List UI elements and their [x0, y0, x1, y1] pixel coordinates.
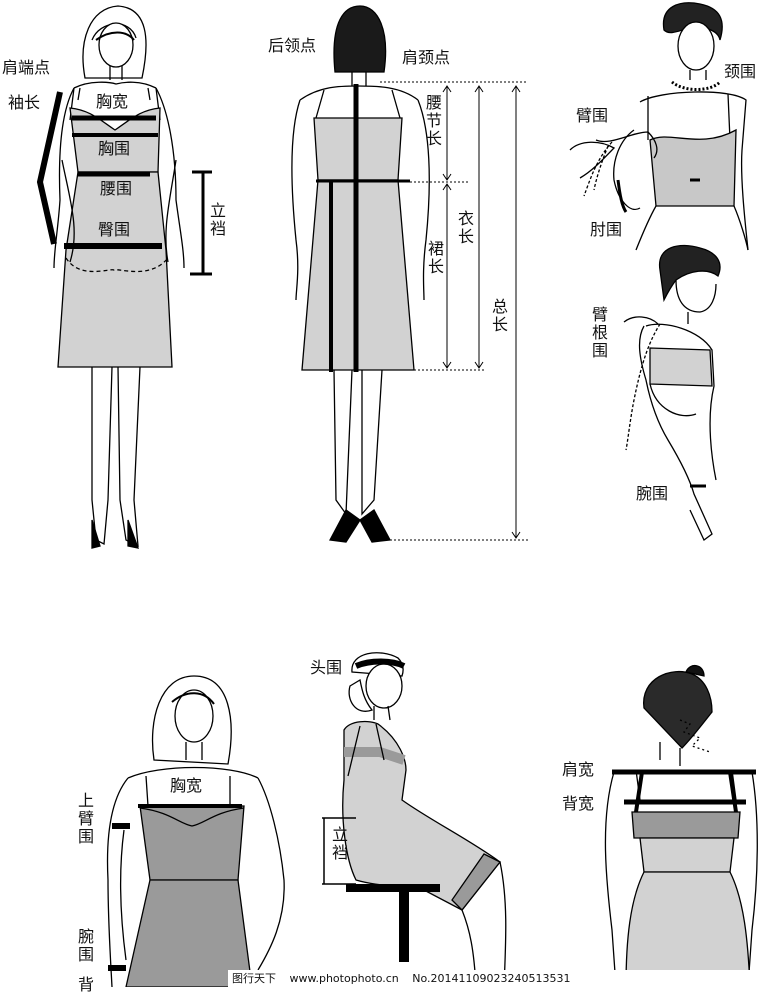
back-figure [291, 5, 430, 543]
label-upper-arm: 臂围 [576, 106, 609, 125]
label-seated-crotch: 立裆 [329, 826, 348, 862]
label-crotch-depth: 立裆 [207, 202, 226, 238]
back-straps [634, 771, 738, 813]
label-waist-length: 腰节长 [423, 94, 442, 148]
label-skirt-length: 裙长 [425, 240, 444, 276]
label-hip: 臀围 [98, 220, 131, 239]
label-chest-width: 胸宽 [96, 92, 129, 111]
label-wrist: 腕围 [636, 484, 669, 503]
label-shoulder-width: 肩宽 [562, 760, 595, 779]
label-armhole: 臂根围 [589, 306, 608, 360]
label-waist: 腰围 [100, 179, 133, 198]
label-wrist-bottom: 腕围 [75, 928, 94, 964]
head-band [354, 658, 406, 669]
neck-arm-figure [569, 2, 749, 251]
footer-site: 图行天下 [232, 972, 276, 985]
label-back-width: 背宽 [562, 794, 595, 813]
seated-figure [342, 652, 507, 987]
label-neck-side-point: 肩颈点 [402, 48, 451, 67]
label-back-neck-point: 后领点 [268, 36, 317, 55]
label-elbow: 肘围 [590, 220, 623, 239]
back-measure-guides [380, 81, 528, 541]
footer-url: www.photophoto.cn [289, 972, 399, 985]
label-bust: 胸围 [98, 139, 131, 158]
label-neck: 颈围 [724, 62, 757, 81]
front-bottom-figure [106, 675, 285, 987]
label-upper-arm-bottom: 上臂围 [75, 792, 94, 846]
side-arm-figure [623, 244, 721, 542]
label-sleeve-length: 袖长 [8, 93, 41, 112]
back-bottom-figure [604, 665, 758, 987]
label-shoulder-point: 肩端点 [2, 58, 51, 77]
footer-number: No.20141109023240513531 [412, 972, 571, 985]
label-chest-width-bottom: 胸宽 [170, 776, 203, 795]
front-figure [53, 5, 185, 549]
label-total-length: 总长 [489, 298, 508, 334]
crotch-depth-line [190, 170, 212, 276]
label-garment-length: 衣长 [455, 210, 474, 246]
watermark-footer: 图行天下 www.photophoto.cn No.20141109023240… [228, 970, 764, 987]
label-head: 头围 [310, 658, 343, 677]
label-partial: 背 [78, 975, 95, 994]
sleeve-length-line [36, 91, 63, 245]
